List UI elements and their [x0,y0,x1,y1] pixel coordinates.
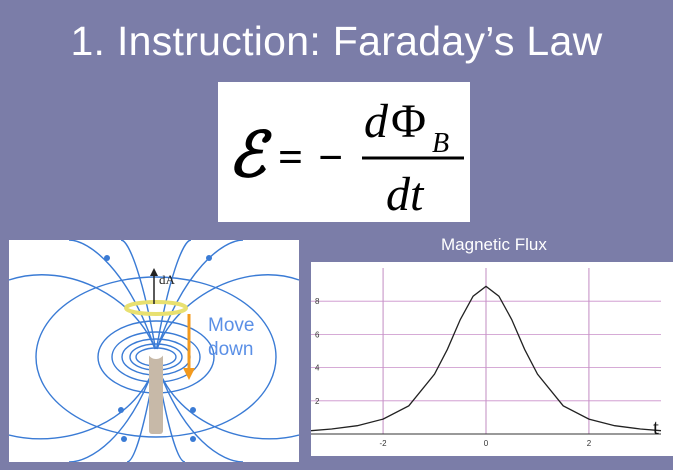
flux-series-line [311,285,662,432]
x-tick-label: 0 [484,439,489,448]
slide-title: 1. Instruction: Faraday’s Law [70,18,603,64]
move-label-line2: down [208,339,254,360]
x-axis-label: t [653,415,659,439]
x-tick-label: 2 [587,439,592,448]
x-tick-label: -2 [379,439,387,448]
move-down-label: Move down [208,314,254,362]
flux-chart: -2 0 2 2 4 6 8 [311,262,673,456]
numerator-phi: Φ [391,95,426,148]
area-label: dA [159,272,176,287]
faraday-formula: ℰ = − d Φ B dt [218,82,470,222]
flux-chart-svg: -2 0 2 2 4 6 8 [311,268,662,448]
move-arrowhead [183,368,195,380]
move-label-line1: Move [208,315,255,336]
numerator-d: d [364,95,389,148]
field-lines [9,240,299,462]
minus-sign: − [318,133,343,182]
magnetic-field-diagram: dA Move down [9,240,299,462]
area-vector-arrowhead [150,268,158,276]
field-direction-dots [104,255,212,442]
formula-svg: ℰ = − d Φ B dt [228,95,464,221]
y-tick-label: 8 [315,297,320,306]
emf-symbol: ℰ [228,122,272,190]
loop-ring [124,300,188,316]
y-tick-label: 4 [315,364,320,373]
equals-sign: = [278,133,303,182]
subscript-b: B [432,128,449,159]
magnet-top-highlight [149,349,163,359]
y-tick-label: 6 [315,330,320,339]
field-lines-svg: dA [9,240,299,462]
chart-title: Magnetic Flux [441,235,547,254]
bar-magnet [149,354,163,434]
y-tick-label: 2 [315,397,320,406]
denominator-dt: dt [386,168,425,221]
